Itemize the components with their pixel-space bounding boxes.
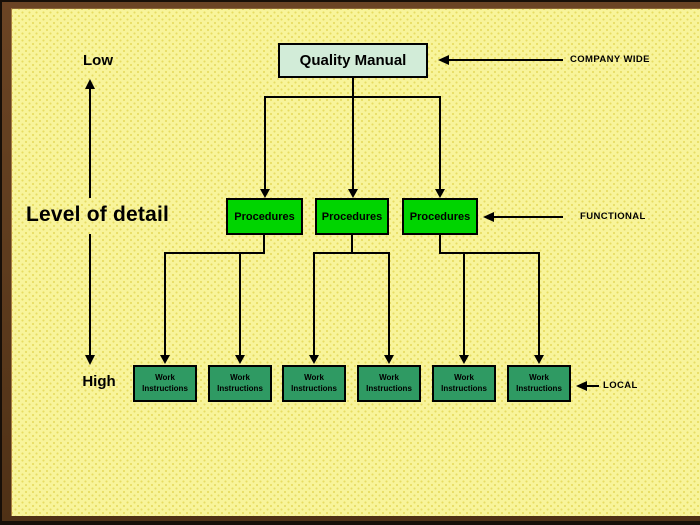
arrowhead-down-icon <box>534 355 544 364</box>
arrowhead-down-icon <box>348 189 358 198</box>
arrowhead-down-icon <box>85 355 95 365</box>
work-instructions-box-6: Work Instructions <box>507 365 571 402</box>
quality-manual-label: Quality Manual <box>299 52 407 69</box>
procedures1-to-wi-connector <box>160 235 265 364</box>
arrowhead-down-icon <box>435 189 445 198</box>
work-instructions-box-1: Work Instructions <box>133 365 197 402</box>
annotation-company-wide: COMPANY WIDE <box>570 54 650 65</box>
work-instructions-label: Work Instructions <box>516 373 562 393</box>
level-of-detail-arrow <box>85 79 95 365</box>
work-instructions-box-5: Work Instructions <box>432 365 496 402</box>
arrowhead-up-icon <box>85 79 95 89</box>
work-instructions-label: Work Instructions <box>441 373 487 393</box>
arrowhead-left-icon <box>576 381 587 391</box>
annotation-local: LOCAL <box>603 380 638 391</box>
arrowhead-left-icon <box>438 55 449 65</box>
annotation-functional: FUNCTIONAL <box>580 211 646 222</box>
work-instructions-label: Work Instructions <box>217 373 263 393</box>
arrowhead-down-icon <box>309 355 319 364</box>
axis-title: Level of detail <box>26 203 170 226</box>
procedures-box-2: Procedures <box>315 198 389 235</box>
work-instructions-box-3: Work Instructions <box>282 365 346 402</box>
work-instructions-box-2: Work Instructions <box>208 365 272 402</box>
axis-label-low: Low <box>83 52 113 69</box>
work-instructions-label: Work Instructions <box>291 373 337 393</box>
procedures2-to-wi-connector <box>309 235 394 364</box>
procedures-label: Procedures <box>234 210 295 223</box>
axis-label-high: High <box>82 373 116 390</box>
arrowhead-left-icon <box>483 212 494 222</box>
procedures-label: Procedures <box>409 210 471 223</box>
procedures-box-1: Procedures <box>226 198 303 235</box>
slide-background <box>11 8 700 516</box>
procedures-label: Procedures <box>321 210 383 223</box>
arrowhead-down-icon <box>260 189 270 198</box>
arrowhead-down-icon <box>459 355 469 364</box>
work-instructions-label: Work Instructions <box>366 373 412 393</box>
arrowhead-down-icon <box>384 355 394 364</box>
company-wide-arrow <box>438 55 563 65</box>
qm-to-procedures-connector <box>260 78 445 198</box>
arrowhead-down-icon <box>160 355 170 364</box>
functional-arrow <box>483 212 563 222</box>
procedures-box-3: Procedures <box>402 198 478 235</box>
procedures3-to-wi-connector <box>439 235 544 364</box>
local-arrow <box>576 381 599 391</box>
work-instructions-box-4: Work Instructions <box>357 365 421 402</box>
arrowhead-down-icon <box>235 355 245 364</box>
work-instructions-label: Work Instructions <box>142 373 188 393</box>
quality-manual-box: Quality Manual <box>278 43 428 78</box>
